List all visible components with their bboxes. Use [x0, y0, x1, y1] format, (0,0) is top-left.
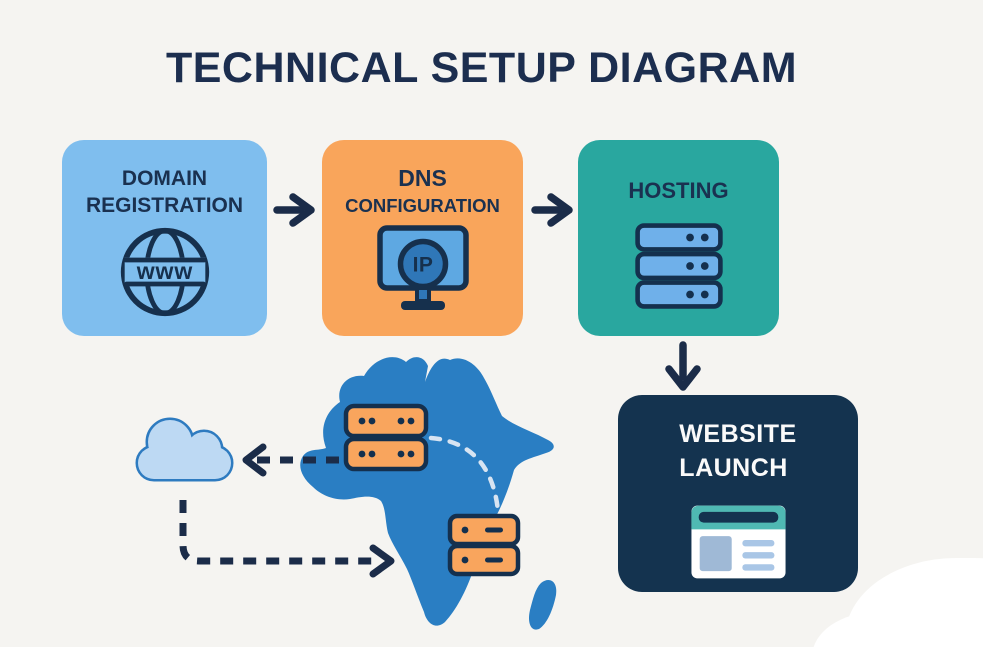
website-launch-label-line2: LAUNCH	[679, 454, 788, 482]
browser-window-icon	[690, 505, 786, 579]
step-hosting: HOSTING	[578, 140, 779, 336]
server-cluster-a-icon	[343, 403, 429, 472]
step-website-launch: WEBSITE LAUNCH	[618, 395, 858, 592]
step-domain-label-line2: REGISTRATION	[85, 194, 244, 217]
website-launch-label-line1: WEBSITE	[679, 420, 797, 448]
flow-arrow-dns-to-hosting-icon	[531, 193, 573, 227]
server-stack-icon	[634, 223, 723, 309]
dashed-arrow-cloud-to-map-icon	[179, 500, 395, 578]
step-hosting-label: HOSTING	[628, 178, 729, 203]
step-dns-label-line1: DNS	[398, 165, 447, 191]
data-route-dashed-curve	[428, 435, 501, 514]
step-dns-configuration: DNS CONFIGURATION IP	[322, 140, 523, 336]
step-dns-label-line2: CONFIGURATION	[345, 195, 500, 216]
flow-arrow-hosting-to-launch-icon	[665, 341, 701, 391]
dashed-arrow-map-to-cloud-icon	[242, 443, 339, 477]
flow-arrow-domain-to-dns-icon	[273, 193, 315, 227]
website-launch-label: WEBSITE LAUNCH	[679, 417, 796, 485]
africa-map	[300, 357, 557, 630]
madagascar-island	[529, 580, 557, 630]
cloud-icon	[135, 417, 234, 482]
ip-label: IP	[412, 254, 433, 277]
diagram-title: TECHNICAL SETUP DIAGRAM	[165, 44, 798, 92]
server-cluster-b-icon	[447, 513, 521, 577]
step-domain-registration: DOMAIN REGISTRATION www	[62, 140, 267, 336]
ip-monitor-icon: IP	[376, 225, 469, 310]
globe-www-label: www	[135, 258, 193, 284]
globe-www-icon: www	[120, 227, 209, 317]
step-domain-label-line1: DOMAIN	[121, 167, 208, 190]
